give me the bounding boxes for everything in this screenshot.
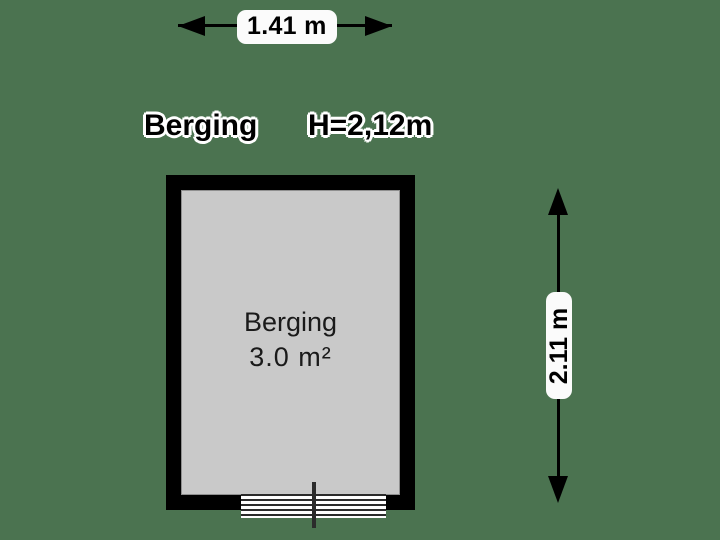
- arrow-down-icon: [548, 476, 568, 503]
- right-dimension-label: 2.11 m: [545, 307, 573, 384]
- room-label-group: Berging 3.0 m²: [181, 305, 400, 375]
- door-center-line: [312, 482, 316, 528]
- room-name-label: Berging: [243, 307, 338, 337]
- ceiling-height-label: H=2,12m: [308, 109, 433, 142]
- arrow-left-icon: [178, 16, 205, 36]
- door-icon: [241, 482, 386, 528]
- right-dimension-label-box: 2.11 m: [545, 292, 573, 399]
- page-title: Berging: [144, 109, 258, 142]
- room-area-label: 3.0 m²: [249, 342, 332, 372]
- top-dimension-label: 1.41 m: [237, 10, 337, 44]
- room-floor-area: [181, 190, 400, 495]
- arrow-up-icon: [548, 188, 568, 215]
- arrow-right-icon: [365, 16, 392, 36]
